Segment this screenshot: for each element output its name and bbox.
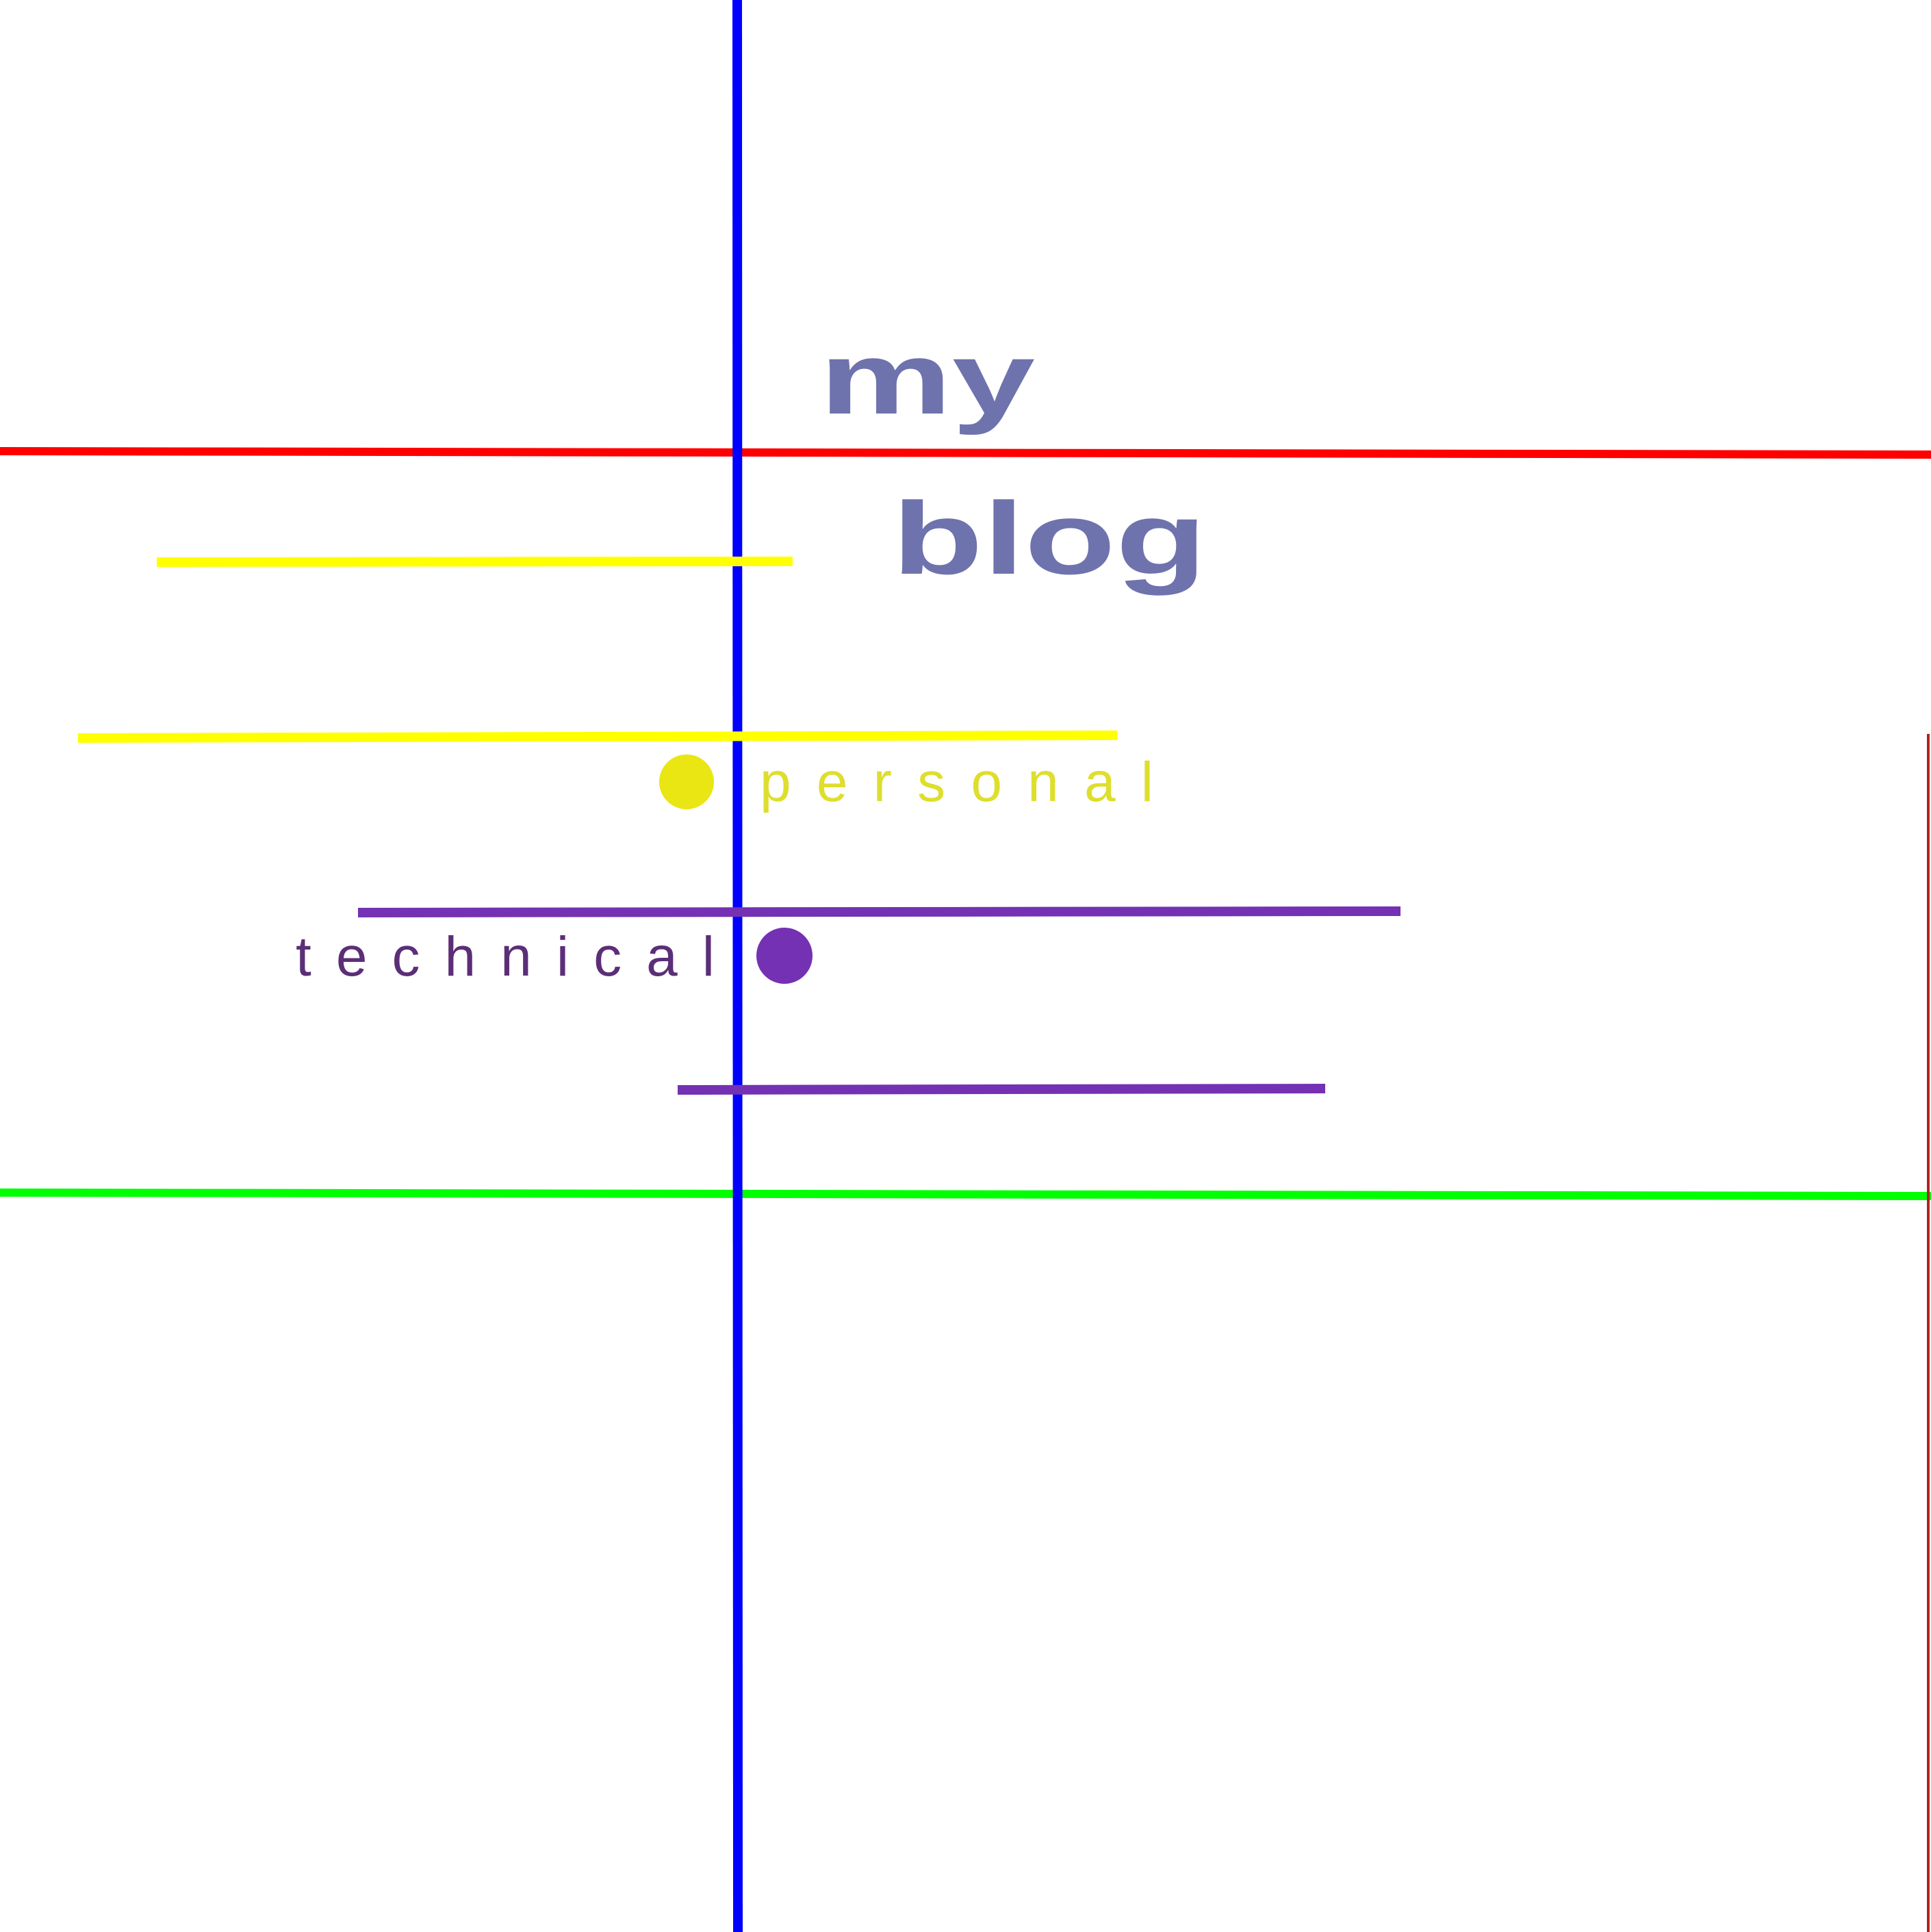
top-rule-line	[0, 447, 1931, 459]
title-line-blog: blog	[892, 481, 1207, 596]
personal-dot	[659, 754, 714, 809]
technical-label: technical	[296, 926, 715, 988]
vertical-axis-line	[732, 0, 743, 1932]
technical-dot	[756, 928, 813, 984]
technical-line-upper	[357, 906, 1401, 917]
personal-line-lower	[77, 730, 1118, 743]
technical-line-lower	[677, 1084, 1326, 1095]
personal-label: personal	[760, 751, 1153, 813]
bottom-rule-line	[0, 1189, 1931, 1200]
personal-line-upper	[156, 557, 793, 567]
title-line-my: my	[819, 320, 1035, 435]
